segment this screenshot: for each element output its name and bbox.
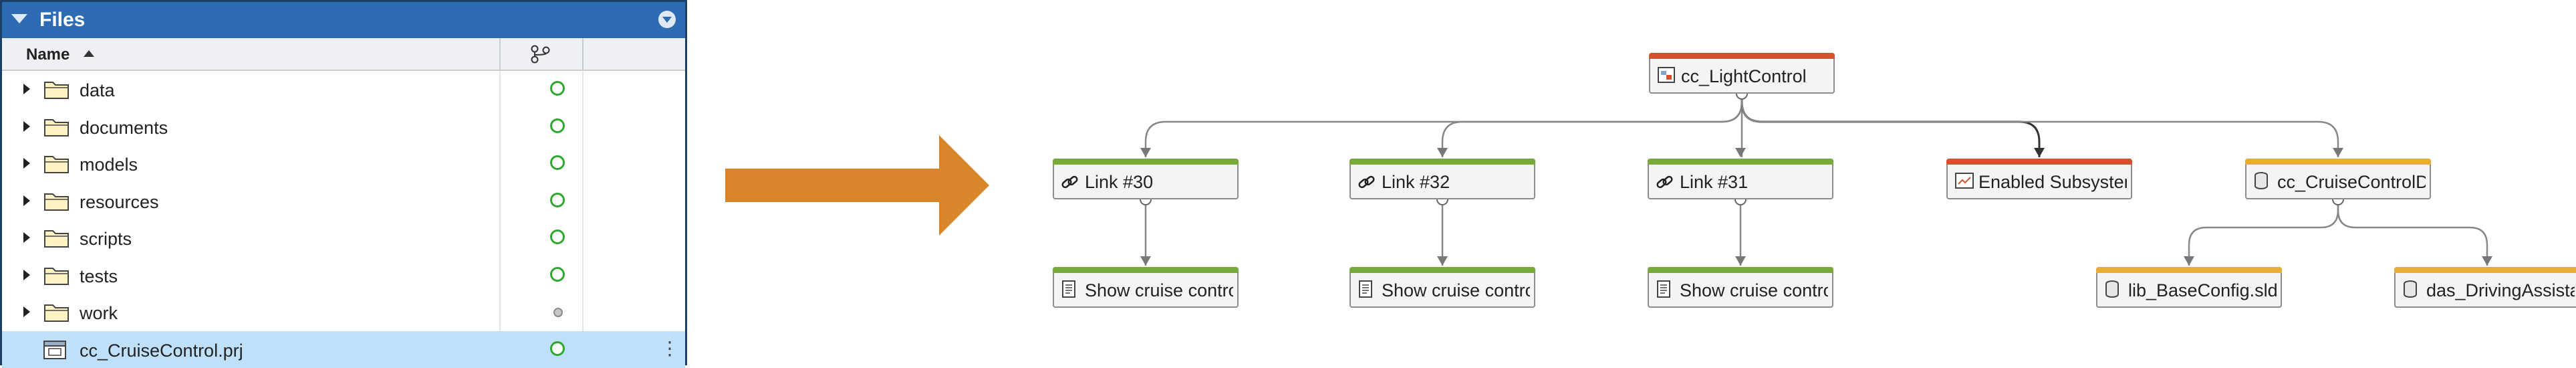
connector-line bbox=[1742, 94, 2039, 157]
status-bar bbox=[1349, 159, 1535, 165]
status-bar bbox=[1648, 267, 1833, 273]
document-icon bbox=[1061, 280, 1077, 298]
node-label: Link #31 bbox=[1680, 172, 1828, 193]
graph-node-grandchild[interactable]: das_DrivingAssista... bbox=[2394, 267, 2576, 308]
graph-node-root[interactable]: cc_LightControl bbox=[1649, 53, 1835, 94]
status-bar bbox=[1053, 159, 1239, 165]
graph-node-grandchild[interactable]: Show cruise control... bbox=[1349, 267, 1535, 308]
arrowhead-icon bbox=[1140, 148, 1151, 157]
status-bar bbox=[1946, 159, 2132, 165]
status-bar bbox=[1349, 267, 1535, 273]
graph-node-grandchild[interactable]: lib_BaseConfig.sldd bbox=[2096, 267, 2282, 308]
connector-line bbox=[2189, 199, 2338, 266]
document-icon bbox=[1656, 280, 1672, 298]
node-label: das_DrivingAssista... bbox=[2426, 280, 2575, 301]
arrowhead-icon bbox=[1735, 148, 1746, 157]
status-bar bbox=[1053, 267, 1239, 273]
status-bar bbox=[2394, 267, 2576, 273]
arrowhead-icon bbox=[1437, 256, 1448, 266]
graph-node-grandchild[interactable]: Show cruise control... bbox=[1053, 267, 1239, 308]
node-label: Link #30 bbox=[1085, 172, 1233, 193]
status-bar bbox=[2096, 267, 2282, 273]
arrowhead-icon bbox=[2034, 148, 2045, 157]
model-icon bbox=[1657, 66, 1676, 84]
link-icon bbox=[1358, 175, 1376, 191]
status-bar bbox=[1648, 159, 1833, 165]
graph-node-child[interactable]: Link #30 bbox=[1053, 159, 1239, 199]
arrowhead-icon bbox=[2184, 256, 2194, 266]
database-icon bbox=[2104, 280, 2120, 298]
document-icon bbox=[1358, 280, 1374, 298]
node-label: Show cruise control... bbox=[1680, 280, 1828, 301]
connector-line bbox=[1146, 94, 1742, 157]
arrowhead-icon bbox=[2333, 148, 2343, 157]
arrowhead-icon bbox=[1140, 256, 1151, 266]
arrowhead-icon bbox=[1735, 256, 1746, 266]
database-icon bbox=[2402, 280, 2418, 298]
connector-line bbox=[1442, 94, 1742, 157]
subsystem-icon bbox=[1954, 172, 1974, 189]
link-icon bbox=[1061, 175, 1079, 191]
database-icon bbox=[2253, 171, 2269, 190]
status-bar bbox=[2245, 159, 2431, 165]
connector-line bbox=[2338, 199, 2487, 266]
node-label: cc_CruiseControlD... bbox=[2277, 172, 2426, 193]
node-label: Link #32 bbox=[1382, 172, 1530, 193]
graph-node-child[interactable]: Link #31 bbox=[1648, 159, 1833, 199]
arrowhead-icon bbox=[2482, 256, 2492, 266]
graph-node-child[interactable]: cc_CruiseControlD... bbox=[2245, 159, 2431, 199]
node-label: Show cruise control... bbox=[1085, 280, 1233, 301]
graph-node-child[interactable]: Enabled Subsystem bbox=[1946, 159, 2132, 199]
node-label: lib_BaseConfig.sldd bbox=[2128, 280, 2277, 301]
node-label: cc_LightControl bbox=[1681, 66, 1829, 87]
graph-node-grandchild[interactable]: Show cruise control... bbox=[1648, 267, 1833, 308]
link-icon bbox=[1656, 175, 1674, 191]
arrowhead-icon bbox=[1437, 148, 1448, 157]
node-label: Enabled Subsystem bbox=[1978, 172, 2127, 193]
graph-node-child[interactable]: Link #32 bbox=[1349, 159, 1535, 199]
status-bar bbox=[1649, 53, 1835, 59]
node-label: Show cruise control... bbox=[1382, 280, 1530, 301]
